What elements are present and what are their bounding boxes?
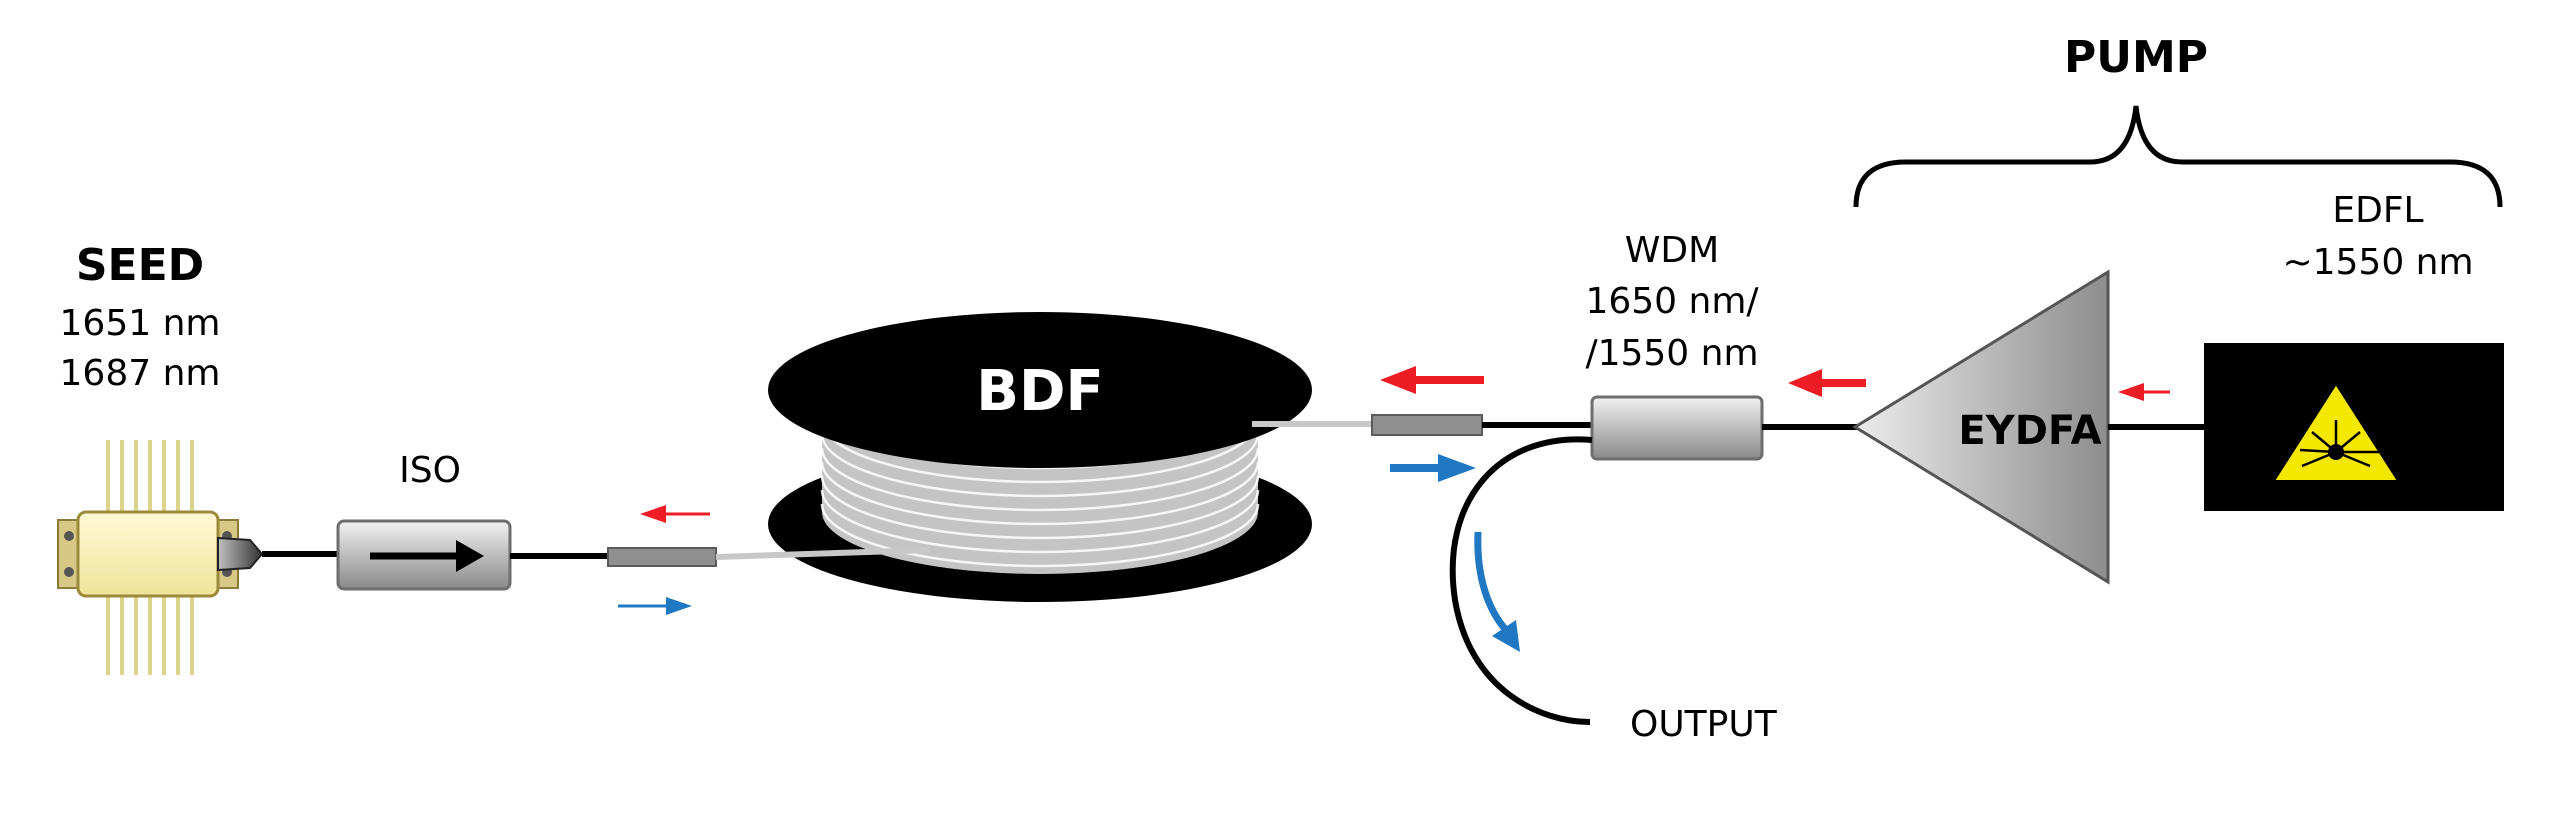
edfl-label: EDFL [2332,190,2423,231]
wdm-wavelength-2: /1550 nm [1585,333,1758,374]
wdm-label: WDM [1625,230,1719,271]
seed-title: SEED [76,240,204,291]
pump-group-brace: PUMP [1853,32,2503,208]
wdm-coupler: WDM 1650 nm/ /1550 nm [1585,230,1764,461]
splice-sleeve-right [1371,414,1483,436]
backward-arrow-large-right [1788,369,1866,397]
backward-arrow-large-mid [1380,366,1484,394]
output-direction-arrow [1474,531,1520,652]
seed-wavelength-1: 1651 nm [60,303,221,344]
isolator: ISO [336,450,512,591]
seed-chip-package [57,440,264,675]
seed-laser: SEED 1651 nm 1687 nm [57,240,264,675]
eydfa-label: EYDFA [1958,408,2101,454]
iso-label: ISO [399,450,461,491]
output-label: OUTPUT [1630,704,1778,745]
forward-arrow-large-mid [1390,454,1476,482]
forward-arrow-small-left [618,597,692,615]
pump-label: PUMP [2064,32,2208,83]
backward-arrow-small-left [640,505,710,523]
fiber-spool-lead-left [715,547,931,560]
pump-arrow [2118,383,2170,401]
eydfa-amplifier: EYDFA [1852,269,2110,585]
splice-sleeve-left [607,547,717,567]
seed-wavelength-2: 1687 nm [60,353,221,394]
bdf-label: BDF [976,359,1103,424]
output-fiber [1449,436,1593,725]
edfl-pump-laser: EDFL ~1550 nm [2204,190,2504,511]
laser-warning-icon [2270,380,2402,484]
edfl-wavelength: ~1550 nm [2282,242,2473,283]
isolator-arrow-icon [370,540,484,572]
wdm-wavelength-1: 1650 nm/ [1585,281,1759,322]
bdf-fiber-spool: BDF [768,312,1312,602]
